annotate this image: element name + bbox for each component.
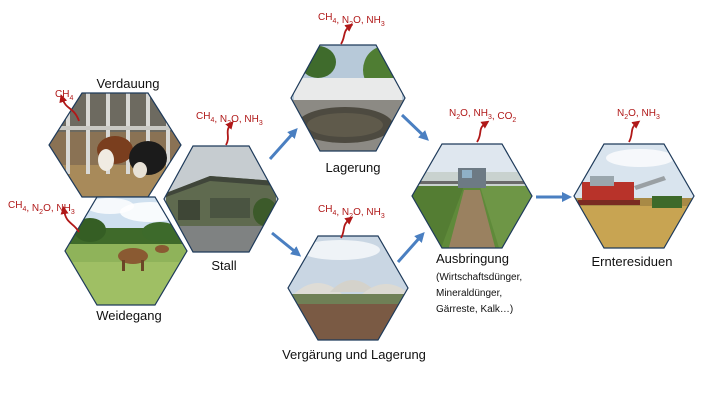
slurry-lagoon-photo xyxy=(291,45,405,151)
emission-arrow-icon xyxy=(60,205,80,233)
emissions-verdauung: CH4 xyxy=(55,89,73,102)
cow-feeding-photo xyxy=(49,93,181,197)
ausbringung-detail-line-2: Mineraldünger, xyxy=(436,288,502,299)
stage-label-lagerung: Lagerung xyxy=(326,160,381,175)
emission-arrow-icon xyxy=(476,120,490,143)
biogas-plant-photo xyxy=(288,236,408,340)
flow-arrow-lagerung-ausbringung xyxy=(400,113,429,141)
emission-arrow-icon xyxy=(628,120,641,143)
ausbringung-detail-line-3: Gärreste, Kalk…) xyxy=(436,304,513,315)
stage-label-weidegang: Weidegang xyxy=(96,308,162,323)
emissions-ausbringung: N2O, NH3, CO2 xyxy=(449,108,516,124)
emissions-vergaerung: CH4, N2O, NH3 xyxy=(318,204,385,220)
emissions-lagerung: CH4, N2O, NH3 xyxy=(318,12,385,28)
emissions-weidegang: CH4, N2O, NH3 xyxy=(8,200,75,216)
emission-arrow-icon xyxy=(340,216,354,239)
emissions-ernteresiduen: N2O, NH3 xyxy=(617,108,660,121)
stage-label-stall: Stall xyxy=(211,258,236,273)
stage-label-verdauung: Verdauung xyxy=(97,76,160,91)
stage-label-vergaerung: Vergärung und Lagerung xyxy=(282,347,426,362)
flow-arrow-vergaerung-ausbringung xyxy=(396,231,425,263)
flow-arrow-stall-lagerung xyxy=(268,127,298,160)
slurry-spreader-photo xyxy=(412,144,532,248)
stage-label-ausbringung: Ausbringung xyxy=(436,251,509,266)
stage-label-ernteresiduen: Ernteresiduen xyxy=(592,254,673,269)
emission-arrow-icon xyxy=(340,23,354,45)
emission-arrow-icon xyxy=(225,120,234,146)
emission-arrow-icon xyxy=(59,94,80,122)
emissions-stall: CH4, N2O, NH3 xyxy=(196,111,263,127)
combine-harvester-photo xyxy=(574,144,694,248)
flow-arrow-stall-vergaerung xyxy=(271,231,302,257)
ausbringung-detail-line-1: (Wirtschaftsdünger, xyxy=(436,272,522,283)
